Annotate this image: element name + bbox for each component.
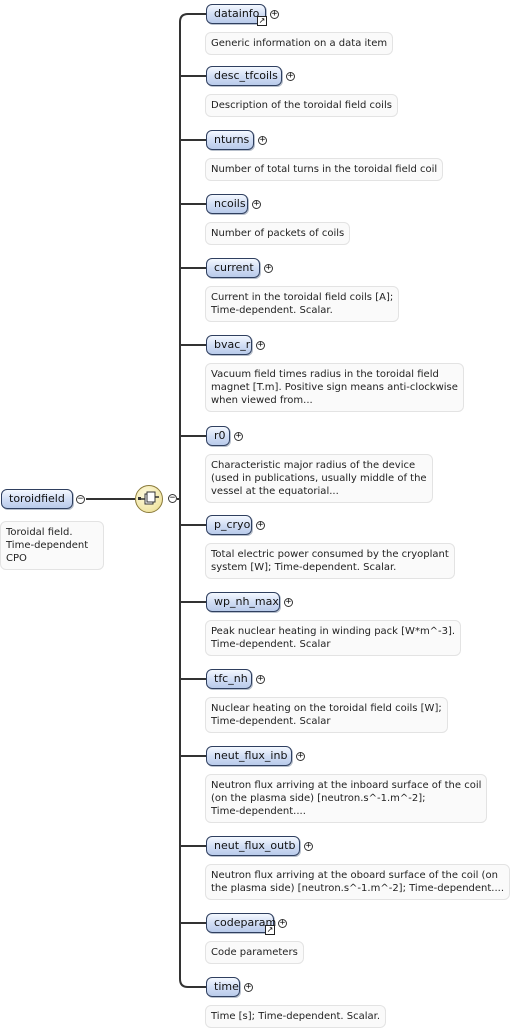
element-node-time[interactable]: time: [206, 977, 240, 997]
expand-icon[interactable]: +: [304, 841, 313, 851]
reference-arrow-icon: ↗: [265, 925, 275, 935]
expand-icon[interactable]: +: [270, 9, 279, 19]
sequence-compositor-icon[interactable]: [135, 485, 163, 513]
documentation-line: Number of packets of coils: [211, 228, 345, 239]
collapse-icon[interactable]: −: [168, 493, 177, 503]
element-node-p-cryo[interactable]: p_cryo: [206, 515, 252, 535]
connector-line: [179, 13, 206, 988]
documentation-line: CPO: [6, 553, 27, 564]
documentation-line: Current in the toroidal field coils [A];: [211, 292, 394, 303]
expand-icon[interactable]: +: [278, 918, 287, 928]
sequence-glyph: [138, 491, 159, 505]
documentation-box: Nuclear heating on the toroidal field co…: [205, 697, 448, 733]
root-element-node[interactable]: toroidfield: [1, 489, 73, 509]
expand-icon[interactable]: +: [296, 751, 305, 761]
documentation-line: Nuclear heating on the toroidal field co…: [211, 703, 442, 714]
element-node-neut-flux-inb[interactable]: neut_flux_inb: [206, 746, 292, 766]
expand-icon[interactable]: +: [234, 431, 243, 441]
expand-icon[interactable]: +: [244, 982, 253, 992]
documentation-line: Time-dependent. Scalar: [211, 716, 331, 727]
documentation-box: Time [s]; Time-dependent. Scalar.: [205, 1005, 386, 1028]
documentation-line: (on the plasma side) [neutron.s^-1.m^-2]…: [211, 793, 426, 804]
documentation-line: the plasma side) [neutron.s^-1.m^-2]; Ti…: [211, 883, 505, 894]
documentation-line: Vacuum field times radius in the toroida…: [211, 369, 439, 380]
documentation-box: Total electric power consumed by the cry…: [205, 543, 455, 579]
documentation-line: Peak nuclear heating in winding pack [W*…: [211, 626, 456, 637]
reference-arrow-icon: ↗: [257, 16, 267, 26]
documentation-line: magnet [T.m]. Positive sign means anti-c…: [211, 382, 458, 393]
element-node-datainfo[interactable]: datainfo: [206, 4, 266, 24]
documentation-line: Generic information on a data item: [211, 38, 388, 49]
expand-icon[interactable]: +: [256, 674, 265, 684]
element-node-current[interactable]: current: [206, 258, 260, 278]
documentation-box: Characteristic major radius of the devic…: [205, 454, 433, 503]
documentation-line: Characteristic major radius of the devic…: [211, 460, 416, 471]
documentation-line: Code parameters: [211, 947, 298, 958]
documentation-box: Description of the toroidal field coils: [205, 94, 398, 117]
documentation-line: system [W]; Time-dependent. Scalar.: [211, 562, 397, 573]
documentation-box: Current in the toroidal field coils [A];…: [205, 286, 400, 322]
element-node-ncoils[interactable]: ncoils: [206, 194, 248, 214]
documentation-line: Number of total turns in the toroidal fi…: [211, 164, 438, 175]
expand-icon[interactable]: +: [264, 263, 273, 273]
expand-icon[interactable]: +: [286, 71, 295, 81]
documentation-line: Neutron flux arriving at the oboard surf…: [211, 870, 498, 881]
documentation-line: (used in publications, usually middle of…: [211, 473, 427, 484]
documentation-box: Neutron flux arriving at the oboard surf…: [205, 864, 511, 900]
documentation-line: Total electric power consumed by the cry…: [211, 549, 449, 560]
expand-icon[interactable]: +: [258, 135, 267, 145]
documentation-line: vessel at the equatorial...: [211, 486, 339, 497]
expand-icon[interactable]: +: [256, 340, 265, 350]
element-node-neut-flux-outb[interactable]: neut_flux_outb: [206, 836, 300, 856]
expand-icon[interactable]: +: [256, 520, 265, 530]
documentation-box: Vacuum field times radius in the toroida…: [205, 363, 464, 412]
documentation-box: Number of total turns in the toroidal fi…: [205, 158, 444, 181]
documentation-box: Generic information on a data item: [205, 32, 394, 55]
expand-icon[interactable]: +: [252, 199, 261, 209]
documentation-line: Time-dependent....: [211, 806, 306, 817]
documentation-line: Neutron flux arriving at the inboard sur…: [211, 780, 482, 791]
element-node-r0[interactable]: r0: [206, 426, 230, 446]
element-node-desc-tfcoils[interactable]: desc_tfcoils: [206, 66, 282, 86]
documentation-line: Time [s]; Time-dependent. Scalar.: [211, 1011, 380, 1022]
element-node-bvac-r[interactable]: bvac_r: [206, 335, 252, 355]
documentation-box: Number of packets of coils: [205, 222, 351, 245]
element-node-tfc-nh[interactable]: tfc_nh: [206, 669, 252, 689]
element-node-codeparam[interactable]: codeparam: [206, 913, 276, 933]
collapse-icon[interactable]: −: [76, 494, 85, 504]
documentation-line: Time-dependent: [6, 540, 89, 551]
documentation-line: Time-dependent. Scalar.: [211, 305, 333, 316]
documentation-line: Description of the toroidal field coils: [211, 100, 392, 111]
documentation-line: when viewed from...: [211, 395, 313, 406]
documentation-box: Code parameters: [205, 941, 304, 964]
documentation-box: Neutron flux arriving at the inboard sur…: [205, 774, 488, 823]
element-node-nturns[interactable]: nturns: [206, 130, 254, 150]
element-node-wp-nh-max[interactable]: wp_nh_max: [206, 592, 280, 612]
expand-icon[interactable]: +: [284, 597, 293, 607]
documentation-line: Time-dependent. Scalar: [211, 639, 331, 650]
documentation-line: Toroidal field.: [6, 527, 73, 538]
documentation-box: Peak nuclear heating in winding pack [W*…: [205, 620, 462, 656]
